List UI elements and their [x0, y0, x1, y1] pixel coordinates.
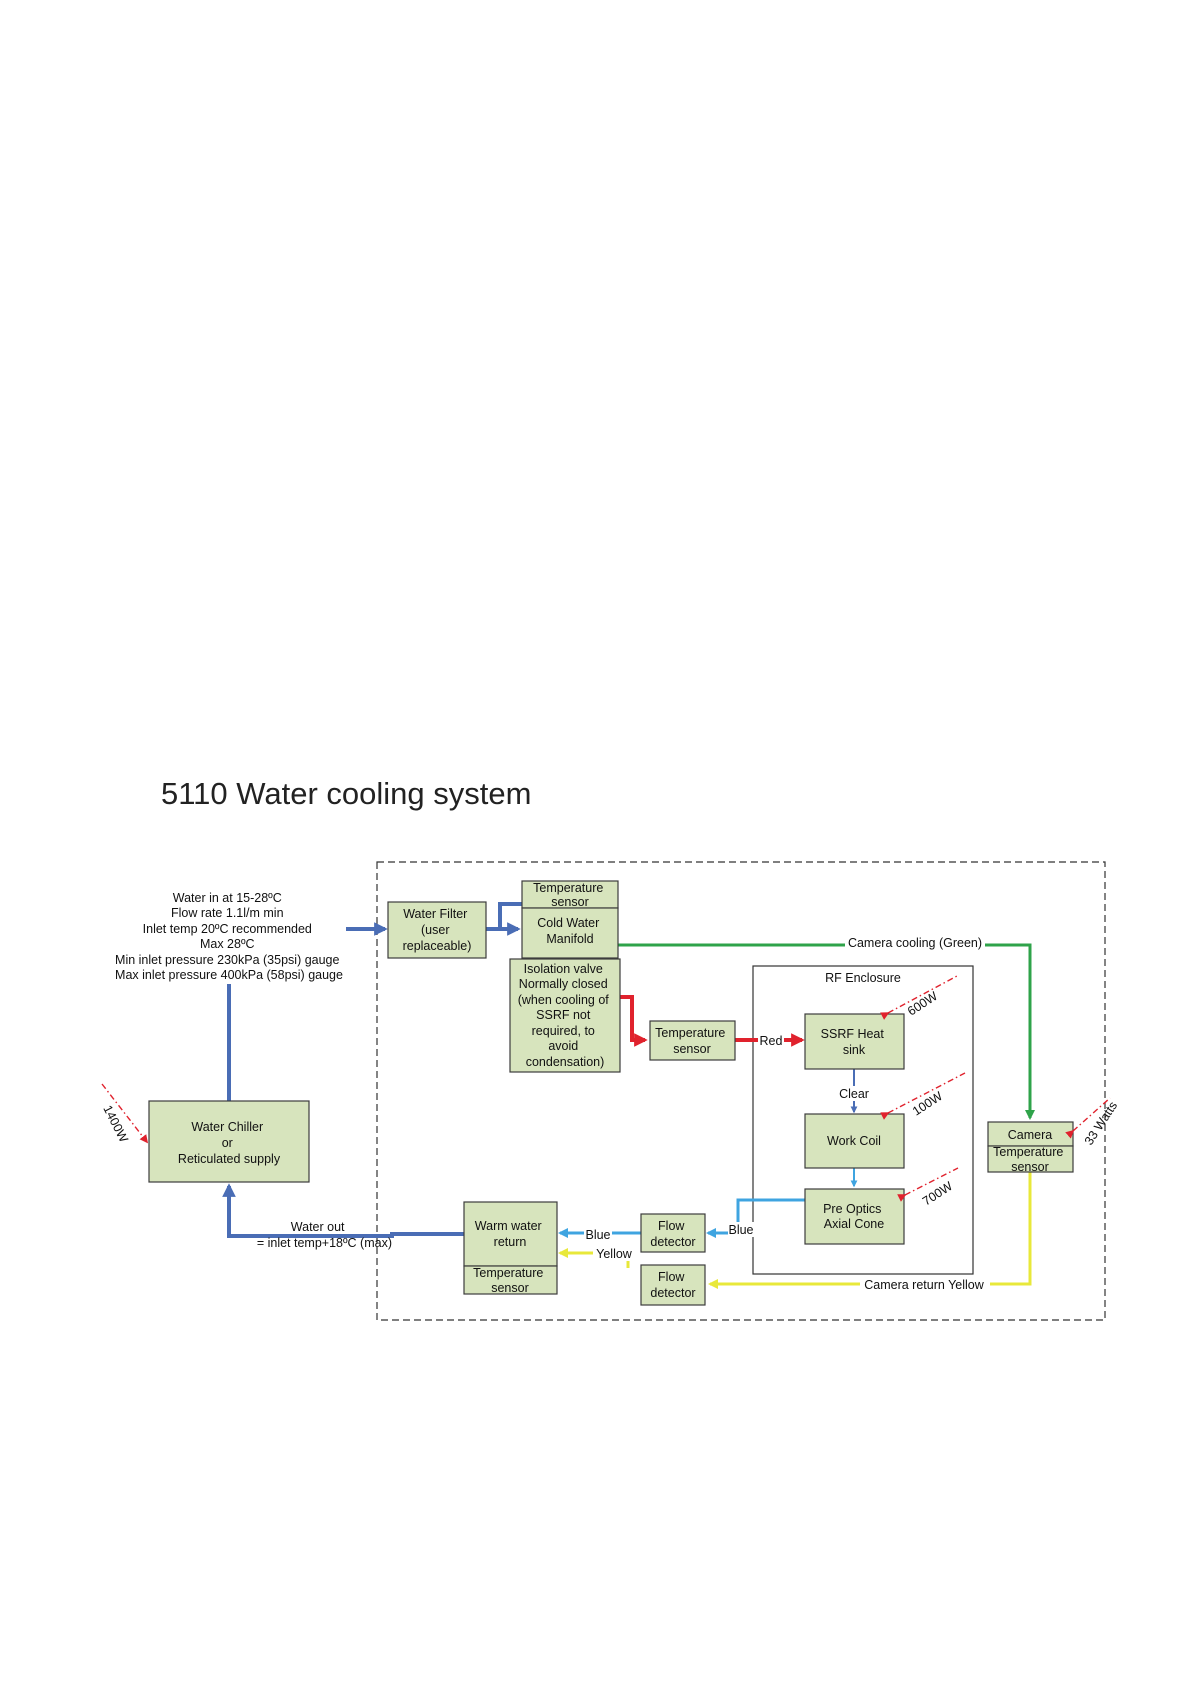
camera-label: Camera [1008, 1128, 1053, 1142]
heat-arrow-chiller [101, 1083, 149, 1144]
outlet-notes: Water out = inlet temp+18ºC (max) [257, 1220, 392, 1250]
power-chiller: 1400W [100, 1103, 131, 1145]
ssrf-heat-sink-box [804, 1013, 905, 1070]
warm-water-return-box [463, 1201, 558, 1267]
water-chiller-box [148, 1100, 310, 1183]
flow-detector-yellow-box [640, 1264, 706, 1306]
pipe-filter-sensor [498, 902, 522, 929]
heat-arrow-camera [1065, 1097, 1111, 1139]
power-optics: 700W [920, 1179, 955, 1209]
pipe-camera-cooling [618, 943, 1036, 1121]
rf-enclosure [752, 965, 974, 1275]
power-coil: 100W [910, 1089, 945, 1119]
ssrf-heat-sink-label: SSRF Heat sink [821, 1027, 888, 1057]
camera-box [987, 1121, 1074, 1147]
heat-arrow-optics [897, 1167, 959, 1202]
camera-sensor-label: Temperature sensor [993, 1145, 1067, 1174]
rf-enclosure-label: RF Enclosure [825, 971, 901, 985]
cold-water-manifold-box [521, 907, 619, 959]
warm-water-return-label: Warm water return [475, 1219, 545, 1249]
flow-detector-blue-box [640, 1213, 706, 1253]
camera-return-label: Camera return Yellow [864, 1278, 984, 1292]
manifold-sensor-box [521, 880, 619, 909]
work-coil-box [804, 1113, 905, 1169]
page-title: 5110 Water cooling system [161, 776, 532, 811]
camera-sensor-box [987, 1145, 1074, 1173]
system-boundary [376, 861, 1106, 1321]
pre-optics-box [804, 1188, 905, 1245]
manifold-sensor-label: Temperature sensor [533, 881, 607, 909]
work-coil-label: Work Coil [827, 1134, 881, 1148]
heat-arrow-coil [880, 1072, 966, 1120]
isolation-valve-label: Isolation valve Normally closed (when co… [518, 962, 613, 1069]
red-label: Red [760, 1034, 783, 1048]
warm-sensor-label: Temperature sensor [473, 1266, 547, 1295]
pipe-camera-return [707, 1172, 1032, 1290]
pipe-water-out [222, 1183, 464, 1238]
warm-sensor-box [463, 1265, 558, 1295]
yellow-label: Yellow [596, 1247, 633, 1261]
flow-detector-yellow-label: Flow detector [650, 1270, 695, 1300]
water-filter-box [387, 901, 487, 959]
temperature-sensor-red-label: Temperature sensor [655, 1026, 729, 1056]
pre-optics-label: Pre Optics Axial Cone [823, 1202, 885, 1231]
pipe-red-valve [620, 995, 648, 1047]
pipe-optics-flow [705, 1198, 805, 1239]
cold-water-manifold-label: Cold Water Manifold [537, 916, 603, 946]
power-ssrf: 600W [905, 989, 940, 1019]
water-chiller-label: Water Chiller or Reticulated supply [178, 1120, 281, 1166]
temperature-sensor-red-box [649, 1020, 736, 1061]
inlet-notes: Water in at 15-28ºC Flow rate 1.1l/m min… [115, 891, 343, 982]
isolation-valve-box [509, 958, 621, 1073]
blue-label-return: Blue [585, 1228, 610, 1242]
camera-cooling-label: Camera cooling (Green) [848, 936, 982, 950]
water-filter-label: Water Filter (user replaceable) [403, 907, 472, 953]
flow-detector-blue-label: Flow detector [650, 1219, 695, 1249]
clear-label: Clear [839, 1087, 869, 1101]
blue-label-optics: Blue [728, 1223, 753, 1237]
